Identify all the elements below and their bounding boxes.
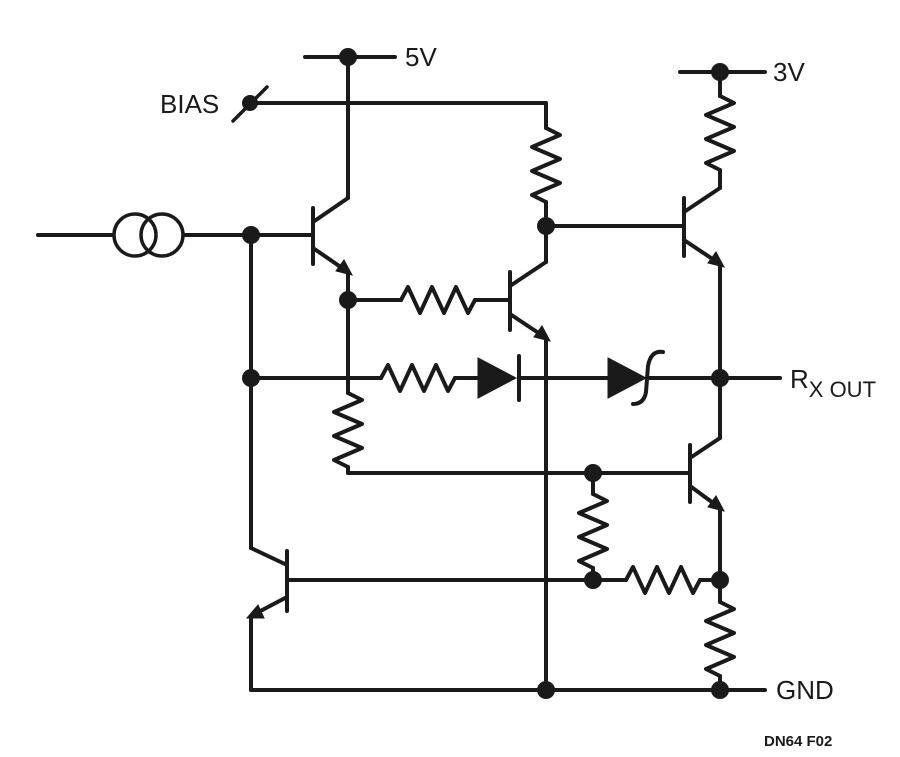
transistor-q2	[508, 224, 551, 692]
label-3v: 3V	[773, 57, 805, 87]
diode-1	[477, 354, 610, 402]
resistor-to-gnd	[704, 578, 736, 692]
label-5v: 5V	[405, 42, 437, 72]
transistor-q1	[311, 196, 357, 309]
supply-3v-rail	[678, 63, 767, 190]
bias-line	[231, 85, 562, 235]
feedback-line	[242, 233, 480, 550]
transistor-q5	[245, 546, 595, 692]
supply-5v-rail	[303, 48, 397, 200]
label-rx-out: RX OUT	[790, 364, 876, 402]
gnd-rail	[249, 681, 767, 699]
label-gnd: GND	[776, 675, 834, 705]
figure-id: DN64 F02	[764, 733, 832, 750]
resistor-q1-q2	[346, 285, 512, 315]
label-bias: BIAS	[160, 89, 219, 119]
resistor-q4-emitter	[591, 565, 722, 595]
transistor-q4	[688, 418, 729, 589]
schottky-diode	[607, 349, 782, 406]
resistor-q4-base	[577, 471, 609, 589]
input-current-source	[36, 212, 315, 258]
transistor-q3	[544, 186, 725, 422]
